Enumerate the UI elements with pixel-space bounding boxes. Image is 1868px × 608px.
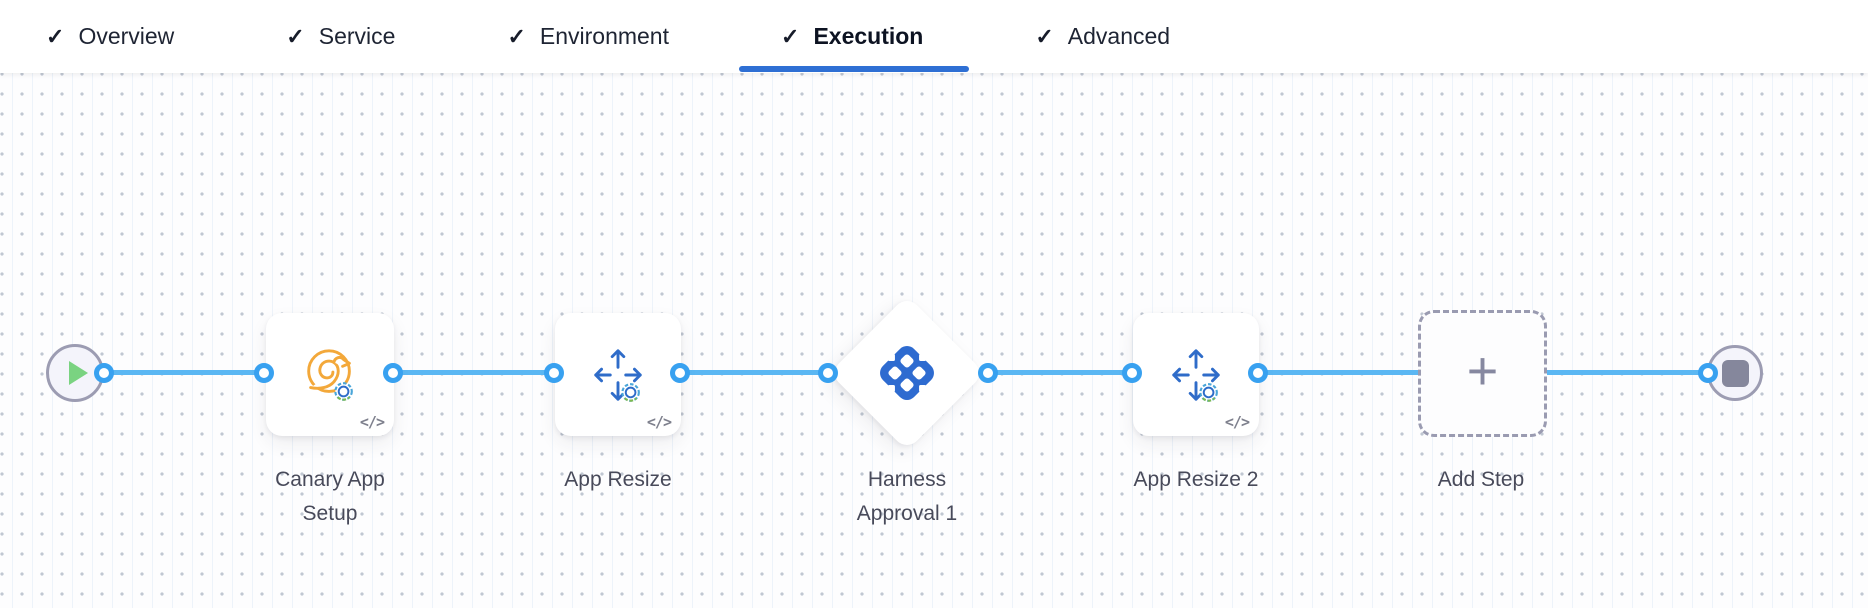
tab-label: Overview [78,23,175,49]
canary-icon [307,348,353,401]
check-icon: ✓ [507,23,526,49]
tab-label: Environment [539,23,669,49]
template-code-icon: </> [1224,413,1250,431]
gear-icon [621,382,640,402]
pipeline-canvas[interactable]: </> </> [0,73,1868,608]
tab-environment[interactable]: ✓ Environment [507,0,669,73]
step-label-add-step: Add Step [1437,468,1525,491]
harness-logo-icon [880,346,934,400]
step-label-harness-approval: Harness Approval 1 [856,468,958,525]
tab-label: Service [318,23,396,49]
play-icon [69,361,88,385]
pipeline-start-node[interactable] [46,344,104,402]
connector-canary-in[interactable] [254,363,274,383]
edge-start-to-canary [104,370,264,375]
connector-canary-out[interactable] [383,363,403,383]
connector-resize2-in[interactable] [1122,363,1142,383]
step-card-app-resize-2[interactable]: </> [1133,313,1259,436]
pipeline-tabbar: ✓ Overview ✓ Service ✓ Environment ✓ Exe… [0,0,1868,73]
check-icon: ✓ [46,23,65,49]
tab-advanced[interactable]: ✓ Advanced [1035,0,1170,73]
plus-icon: + [1466,340,1499,401]
gear-icon [334,381,353,401]
connector-approval-out[interactable] [978,363,998,383]
step-card-canary-app-setup[interactable]: </> [266,313,394,436]
step-label-app-resize-2: App Resize 2 [1133,468,1259,491]
resize-arrows-icon [1172,348,1220,402]
check-icon: ✓ [781,23,800,49]
tab-overview[interactable]: ✓ Overview [46,0,174,73]
check-icon: ✓ [286,23,305,49]
edge-resize1-to-approval [680,370,828,375]
tab-service[interactable]: ✓ Service [286,0,395,73]
step-label-canary-app-setup: Canary App Setup [275,468,385,525]
edge-approval-to-resize2 [988,370,1132,375]
tab-execution[interactable]: ✓ Execution [738,0,970,73]
check-icon: ✓ [1035,23,1054,49]
edge-canary-to-resize1 [393,370,554,375]
gear-icon [1199,382,1218,402]
step-label-app-resize: App Resize [564,468,672,491]
connector-resize2-out[interactable] [1248,363,1268,383]
stop-icon [1721,359,1749,387]
add-step-button[interactable]: + [1418,310,1547,437]
template-code-icon: </> [359,413,385,431]
tab-label: Advanced [1067,23,1171,49]
connector-end-in[interactable] [1698,363,1718,383]
step-card-app-resize[interactable]: </> [555,313,681,436]
connector-approval-in[interactable] [818,363,838,383]
resize-arrows-icon [594,348,642,402]
connector-resize1-out[interactable] [670,363,690,383]
tab-label: Execution [813,23,924,49]
template-code-icon: </> [646,413,672,431]
connector-resize1-in[interactable] [544,363,564,383]
connector-start-out[interactable] [94,363,114,383]
